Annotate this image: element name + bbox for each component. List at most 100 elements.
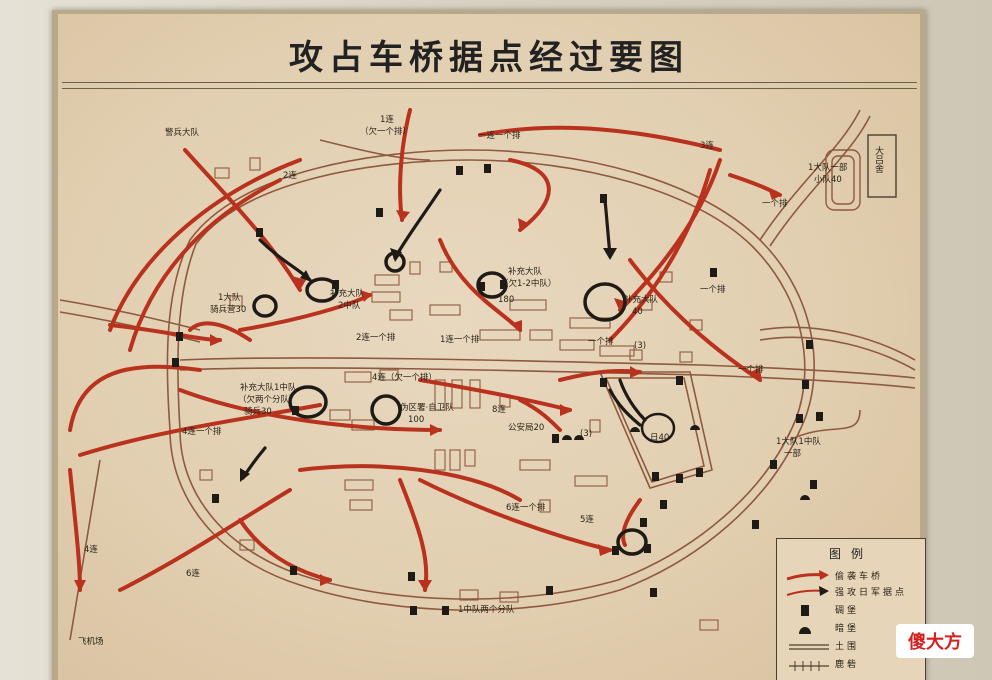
east-road-2 xyxy=(769,115,871,247)
map-title: 攻占车桥据点经过要图 xyxy=(289,38,689,78)
target-rings xyxy=(252,251,676,556)
bunker-icon xyxy=(799,627,811,634)
dalvshe-village xyxy=(825,134,897,211)
legend-label-attack: 偷袭车桥 xyxy=(835,572,884,582)
title-rule-top xyxy=(62,82,917,83)
lbl-lian1: 1连 xyxy=(380,114,394,125)
lbl-yigepai-r: 一个排 xyxy=(762,198,788,209)
abatis-icon xyxy=(789,661,829,671)
title-rule-bottom xyxy=(62,88,917,89)
lbl-bujing-4c: 骑兵30 xyxy=(244,406,272,417)
main-street-2 xyxy=(179,367,916,389)
lbl-lian6: 6连 xyxy=(186,568,200,579)
lbl-bujing-4: 补充大队1中队 xyxy=(240,382,297,393)
map-labels: 1大队骑兵营30警兵大队1连（欠一个排）一连一个排2连3连一个排一个排一个排补充… xyxy=(78,114,884,647)
lbl-bujing-3: 补充大队 xyxy=(624,294,659,305)
arrow-a18 xyxy=(298,464,522,502)
lbl-lian1-pai: 1连一个排 xyxy=(440,334,480,345)
lbl-lian3: 3连 xyxy=(700,140,714,151)
arrow-a13 xyxy=(108,323,222,342)
lbl-yigepai-m: 一个排 xyxy=(588,336,614,347)
outer-wall xyxy=(166,149,815,611)
lbl-lian6-pai: 6连一个排 xyxy=(506,502,546,513)
legend-label-earthwall: 土围 xyxy=(835,642,860,652)
arrow-a15 xyxy=(78,403,322,457)
arrow-a26 xyxy=(518,398,562,432)
lbl-yidui-1: 1大队 xyxy=(218,292,241,303)
legend-item-earthwall: 土围 xyxy=(777,639,925,655)
main-street xyxy=(179,357,916,379)
lbl-lian4: 4连 xyxy=(84,544,98,555)
lbl-n40a: 40 xyxy=(632,307,643,317)
earthwall-icon xyxy=(789,644,829,650)
lbl-lian4-q: 4连（欠一个排） xyxy=(372,372,437,383)
lbl-lian2-pai: 2连一个排 xyxy=(356,332,396,343)
watermark-badge: 傻大方 xyxy=(896,624,974,658)
town-walls xyxy=(59,109,916,641)
legend-label-assault: 强攻日军据点 xyxy=(835,588,908,598)
buildings xyxy=(199,157,719,631)
lbl-lian2: 2连 xyxy=(283,170,297,181)
lbl-yidui-1b: 骑兵营30 xyxy=(210,304,246,315)
lbl-yidui-rr: 1大队一部 xyxy=(808,162,848,173)
lbl-yidui-r: 1大队1中队 xyxy=(776,436,821,447)
lbl-lian1b: （欠一个排） xyxy=(360,126,411,137)
lbl-bujing-2b: （欠1-2中队） xyxy=(500,278,556,289)
arrow-a12 xyxy=(238,293,372,332)
right-curve xyxy=(759,326,916,361)
blockhouse-icon xyxy=(801,605,809,616)
arrow-a6 xyxy=(508,158,551,232)
arrow-a22 xyxy=(118,488,292,592)
legend-item-bunker: 暗堡 xyxy=(777,621,925,637)
legend-black-arrow-icon xyxy=(786,586,829,596)
arrow-a11 xyxy=(628,258,762,382)
lbl-lian5: 5连 xyxy=(580,514,594,525)
lbl-zhd: 1中队两个分队 xyxy=(458,604,515,615)
inner-fort-wall xyxy=(598,371,713,489)
lbl-bujing-2: 补充大队 xyxy=(508,266,543,277)
lbl-yigepai-r3: 一个排 xyxy=(738,364,764,375)
outer-wall-2 xyxy=(177,159,806,600)
lbl-n3b: (3) xyxy=(580,429,592,439)
arrow-a19 xyxy=(418,478,612,552)
attack-arrows xyxy=(68,108,782,592)
arrow-a23 xyxy=(238,518,332,582)
arrow-a27 xyxy=(188,321,252,342)
legend-red-arrow-icon xyxy=(786,570,829,581)
blockhouses xyxy=(172,164,823,615)
arrow-a25 xyxy=(621,498,642,547)
n-road xyxy=(319,139,431,161)
arrow-a1 xyxy=(183,148,302,292)
lbl-yigepai-r2: 一个排 xyxy=(700,284,726,295)
legend-label-bunker: 暗堡 xyxy=(835,624,860,634)
arrow-a9 xyxy=(728,173,782,197)
lbl-lian4-pai: 4连一个排 xyxy=(182,426,222,437)
lbl-gaj: 公安局20 xyxy=(508,422,544,433)
arrow-a7 xyxy=(618,158,722,312)
arrow-a3 xyxy=(128,178,282,352)
arrow-a14 xyxy=(68,364,202,432)
arrow-a5 xyxy=(478,125,722,152)
arrow-a17 xyxy=(418,378,572,412)
arrow-a4 xyxy=(398,108,412,222)
lbl-yidui-rr2: 小队40 xyxy=(814,174,842,185)
legend-title: 图例 xyxy=(828,547,873,561)
legend-item-assault: 强攻日军据点 xyxy=(777,585,925,601)
arrow-a16 xyxy=(178,388,442,432)
lbl-n180: 180 xyxy=(498,295,514,305)
lbl-yidui-r2: 一部 xyxy=(784,448,802,459)
lbl-bujing-1b: 2中队 xyxy=(338,300,361,311)
arrow-a8 xyxy=(608,168,712,342)
lbl-weiqu: 伪区署·自卫队 xyxy=(400,402,454,413)
south-east-road xyxy=(789,409,861,441)
west-road xyxy=(59,299,201,331)
arrow-a2 xyxy=(108,158,302,332)
inner-fort-wall-2 xyxy=(604,377,705,483)
legend: 图例 偷袭车桥 强攻日军据点 碉堡 暗堡 xyxy=(776,538,926,680)
legend-item-blockhouse: 碉堡 xyxy=(777,603,925,619)
lbl-bujing-4b: （欠两个分队） xyxy=(238,394,298,405)
lbl-ri40: 日40 xyxy=(650,433,669,443)
lbl-bujing-1: 补充大队 xyxy=(330,288,365,299)
